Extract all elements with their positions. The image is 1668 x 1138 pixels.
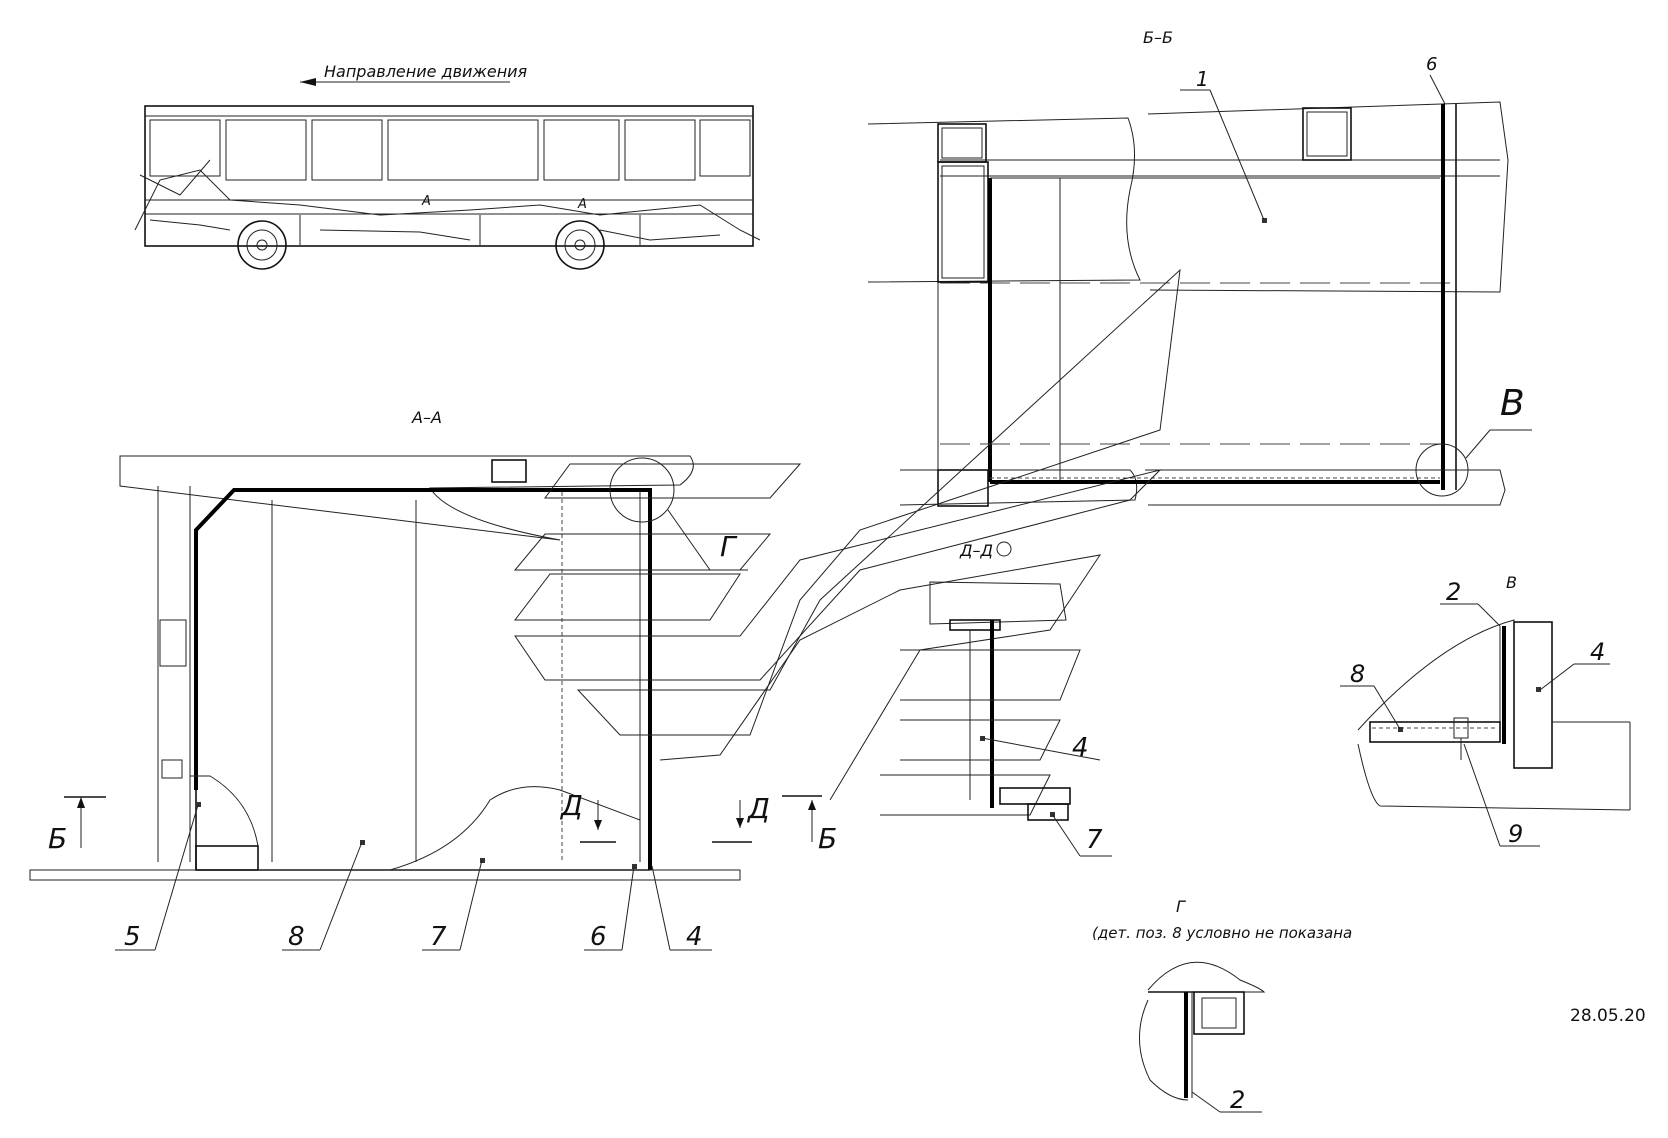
section-bb-title: Б–Б (1143, 28, 1173, 47)
view-v-title: В (1506, 573, 1517, 592)
view-g-detail: Г (дет. поз. 8 условно не показана 2 (1092, 897, 1352, 1114)
section-dd-title: Д–Д (959, 541, 993, 560)
pos-dd-4: 4 (1072, 733, 1089, 763)
view-v-detail: В 2 8 4 9 (1340, 573, 1631, 848)
pos-aa-7: 7 (430, 922, 447, 952)
pos-dd-7: 7 (1086, 825, 1103, 855)
view-g-title: Г (1176, 897, 1186, 916)
view-g-note: (дет. поз. 8 условно не показана (1092, 924, 1352, 942)
callout-v: В (1500, 383, 1525, 424)
pos-v-8: 8 (1350, 660, 1365, 688)
pos-bb-6: 6 (1426, 54, 1437, 75)
section-aa-title: А–А (411, 408, 442, 427)
pos-g-2: 2 (1230, 1086, 1245, 1114)
pos-v-4: 4 (1590, 638, 1605, 666)
cut-marker-a-2: А (577, 197, 587, 212)
cut-b-bottom: Б (818, 822, 837, 855)
bus-side-view: Направление движения А А (134, 62, 761, 270)
section-dd: Д–Д 4 7 (880, 541, 1112, 857)
direction-label: Направление движения (324, 62, 528, 81)
pos-aa-8: 8 (288, 922, 305, 952)
section-transition-bands (513, 268, 1181, 801)
pos-v-9: 9 (1508, 820, 1523, 848)
cut-d-left: Д (559, 789, 583, 822)
cut-marker-a-1: А (421, 194, 431, 209)
pos-aa-4: 4 (686, 922, 703, 952)
cut-b-left: Б (48, 822, 67, 855)
section-bb: Б–Б 1 6 (867, 28, 1532, 507)
section-aa: А–А Г Б Д (29, 408, 837, 952)
pos-bb-1: 1 (1196, 67, 1209, 91)
callout-g: Г (720, 530, 738, 563)
cut-d-bottom: Д (746, 792, 770, 825)
date-stamp: 28.05.20 (1570, 1006, 1646, 1026)
pos-v-2: 2 (1446, 578, 1461, 606)
pos-aa-6: 6 (590, 922, 607, 952)
pos-aa-5: 5 (124, 922, 141, 952)
